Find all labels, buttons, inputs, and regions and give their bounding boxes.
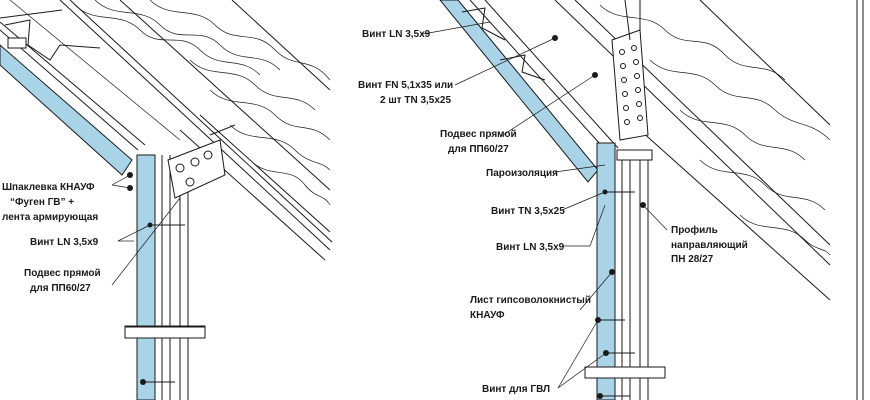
right-leaders <box>422 21 668 389</box>
right-hanger-label-1: Подвес прямой <box>440 129 517 140</box>
left-screw-ln-label: Винт LN 3,5x9 <box>30 237 99 248</box>
left-wall-board-lower <box>136 334 156 400</box>
right-wall-profile <box>584 149 666 400</box>
left-rafter-insulation <box>59 0 333 261</box>
right-rafter-insulation <box>554 0 831 301</box>
right-screw-ln-bottom-label: Винт LN 3,5x9 <box>496 242 565 253</box>
right-sheet-label-2: КНАУФ <box>470 310 505 321</box>
left-hanger-label-1: Подвес прямой <box>24 268 101 279</box>
left-detail: Шпаклевка КНАУФ “Фуген ГВ” + лента армир… <box>0 0 333 400</box>
right-wall-board <box>596 142 616 369</box>
right-hanger-label-2: для ПП60/27 <box>448 144 509 155</box>
page-edge <box>856 0 864 400</box>
left-wall-profile <box>124 155 206 400</box>
right-profile-label-3: ПН 28/27 <box>671 254 714 265</box>
left-putty-label-3: лента армирующая <box>2 212 98 223</box>
right-profile-label-1: Профиль <box>671 224 718 236</box>
right-screw-tn-label: Винт TN 3,5x25 <box>491 206 565 217</box>
right-gvl-screw-label: Винт для ГВЛ <box>482 384 550 395</box>
right-screw-fn-label-1: Винт FN 5,1x35 или <box>358 80 453 91</box>
right-detail: Винт LN 3,5x9 Винт FN 5,1x35 или 2 шт TN… <box>358 0 831 400</box>
right-perforated-hanger <box>611 0 649 141</box>
right-screw-ln-top-label: Винт LN 3,5x9 <box>362 29 431 40</box>
left-putty-label-2: “Фуген ГВ” + <box>10 197 74 208</box>
left-wall-board <box>136 154 156 331</box>
right-sheet-label-1: Лист гипсоволокнистый <box>470 295 591 306</box>
left-leaders <box>111 174 181 286</box>
left-hanger-bracket <box>167 124 236 199</box>
right-sloped-profile <box>461 0 619 156</box>
left-top-bracket <box>0 9 101 61</box>
left-putty-label-1: Шпаклевка КНАУФ <box>2 182 95 193</box>
left-hanger-label-2: для ПП60/27 <box>30 283 91 294</box>
left-sloped-board <box>0 44 133 176</box>
right-vapor-label: Пароизоляция <box>486 168 558 179</box>
right-profile-label-2: направляющий <box>671 240 748 251</box>
right-screw-fn-label-2: 2 шт TN 3,5x25 <box>380 95 451 106</box>
left-screws <box>127 172 185 385</box>
